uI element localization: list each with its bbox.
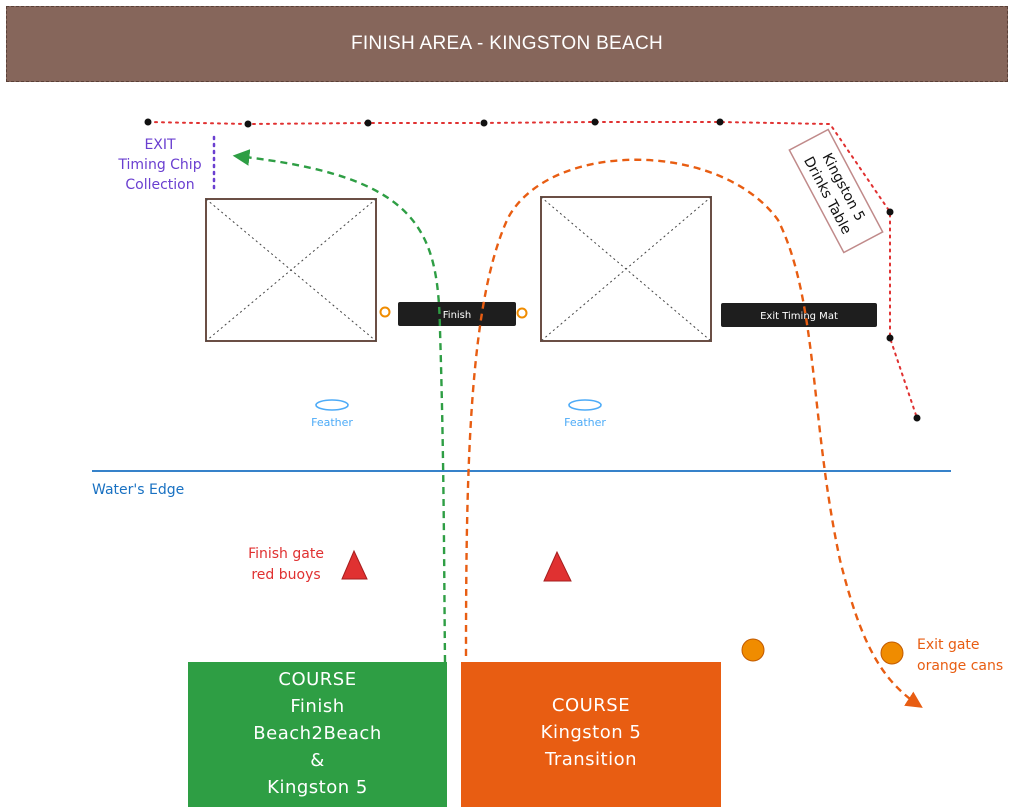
tent-left xyxy=(205,198,377,342)
fence-post xyxy=(913,414,921,422)
fence-post xyxy=(480,119,488,127)
fence-post xyxy=(244,120,252,128)
orange-cans-label-line1: Exit gate xyxy=(917,637,980,653)
orange-course-path xyxy=(464,158,923,708)
page-title: FINISH AREA - KINGSTON BEACH xyxy=(350,33,664,54)
title-bar: FINISH AREA - KINGSTON BEACH xyxy=(6,6,1008,82)
exit-label-line1: EXIT xyxy=(144,137,176,153)
course-box-orange xyxy=(461,662,721,807)
feather-left-label: Feather xyxy=(311,416,353,429)
course-green-line: Finish xyxy=(290,696,345,717)
exit-label-line2: Timing Chip xyxy=(118,157,202,173)
red-buoy-right-icon xyxy=(543,550,572,582)
course-green-line: Kingston 5 xyxy=(267,777,368,798)
fence-post xyxy=(716,118,724,126)
tent-right xyxy=(540,196,712,342)
fence-post xyxy=(886,334,894,342)
course-orange-line: Transition xyxy=(544,749,638,770)
red-buoys-label-line1: Finish gate xyxy=(248,546,324,562)
fence-line xyxy=(144,118,921,422)
course-green-line: & xyxy=(310,750,325,771)
course-orange-line: Kingston 5 xyxy=(540,722,642,743)
course-green-label: COURSE Finish Beach2Beach & Kingston 5 xyxy=(188,666,447,801)
red-buoy-left-icon xyxy=(341,549,368,580)
finish-post-left xyxy=(379,306,391,318)
green-course-path xyxy=(232,149,447,663)
course-box-green xyxy=(188,662,447,807)
red-buoys-label: Finish gate red buoys xyxy=(231,544,341,586)
fence-post xyxy=(364,119,372,127)
fence-post xyxy=(144,118,152,126)
drinks-table: Kingston 5 Drinks Table xyxy=(788,128,884,254)
exit-timing-mat-label: Exit Timing Mat xyxy=(760,311,838,322)
orange-can-left-icon xyxy=(741,638,765,662)
red-buoys-label-line2: red buoys xyxy=(251,567,321,583)
feather-right-icon xyxy=(568,399,602,411)
course-orange-line: COURSE xyxy=(551,695,631,716)
orange-can-right-icon xyxy=(880,641,904,665)
finish-post-right xyxy=(516,307,528,319)
course-green-line: Beach2Beach xyxy=(253,723,382,744)
exit-label-line3: Collection xyxy=(125,177,195,193)
finish-mat-label: Finish xyxy=(443,310,471,321)
finish-mat: Finish xyxy=(398,302,516,326)
exit-label: EXIT Timing Chip Collection xyxy=(110,135,210,195)
fence-post xyxy=(591,118,599,126)
course-orange-label: COURSE Kingston 5 Transition xyxy=(461,692,721,773)
feather-left-icon xyxy=(315,399,349,411)
fence-post xyxy=(886,208,894,216)
orange-cans-label-line2: orange cans xyxy=(917,658,1004,674)
feather-right-label: Feather xyxy=(564,416,606,429)
course-green-line: COURSE xyxy=(278,669,357,690)
water-edge-label: Water's Edge xyxy=(92,482,184,498)
exit-timing-mat: Exit Timing Mat xyxy=(721,303,877,327)
orange-cans-label: Exit gate orange cans xyxy=(917,635,1022,677)
